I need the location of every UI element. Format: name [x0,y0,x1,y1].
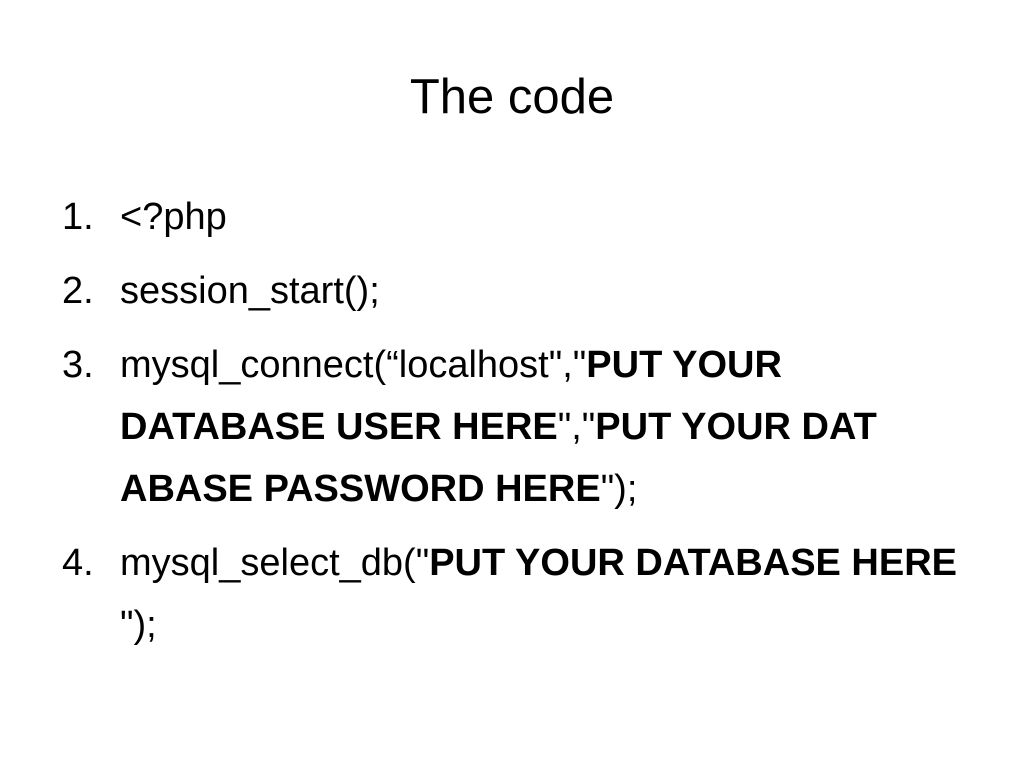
code-text: session_start(); [120,270,380,312]
list-item-text: mysql_connect(“localhost","PUT YOUR DATA… [120,344,877,510]
code-text: "); [120,604,157,646]
slide-title: The code [409,70,615,124]
placeholder-db-name: PUT YOUR DATABASE HERE [429,542,958,584]
list-item-text: session_start(); [120,270,380,312]
list-item: 1. <?php [62,186,962,248]
code-text: "); [600,468,638,510]
code-text: mysql_select_db(" [120,542,430,584]
list-item-text: mysql_select_db("PUT YOUR DATABASE HERE … [120,542,957,646]
list-item: 2. session_start(); [62,260,962,322]
list-item-text: <?php [120,196,227,238]
code-text: <?php [120,196,227,238]
list-item-number: 2. [62,270,94,312]
list-item: 4. mysql_select_db("PUT YOUR DATABASE HE… [62,532,962,656]
list-item-number: 4. [62,542,94,584]
code-list: 1. <?php 2. session_start(); 3. mysql_co… [62,186,962,668]
code-text: mysql_connect(“localhost"," [120,344,587,386]
list-item-number: 3. [62,344,94,386]
placeholder-db-user: PUT YOUR DATABASE USER HERE [120,344,782,448]
list-item: 3. mysql_connect(“localhost","PUT YOUR D… [62,334,962,520]
list-item-number: 1. [62,196,94,238]
code-text: "," [557,406,596,448]
placeholder-db-password: PUT YOUR DAT ABASE PASSWORD HERE [120,406,877,510]
